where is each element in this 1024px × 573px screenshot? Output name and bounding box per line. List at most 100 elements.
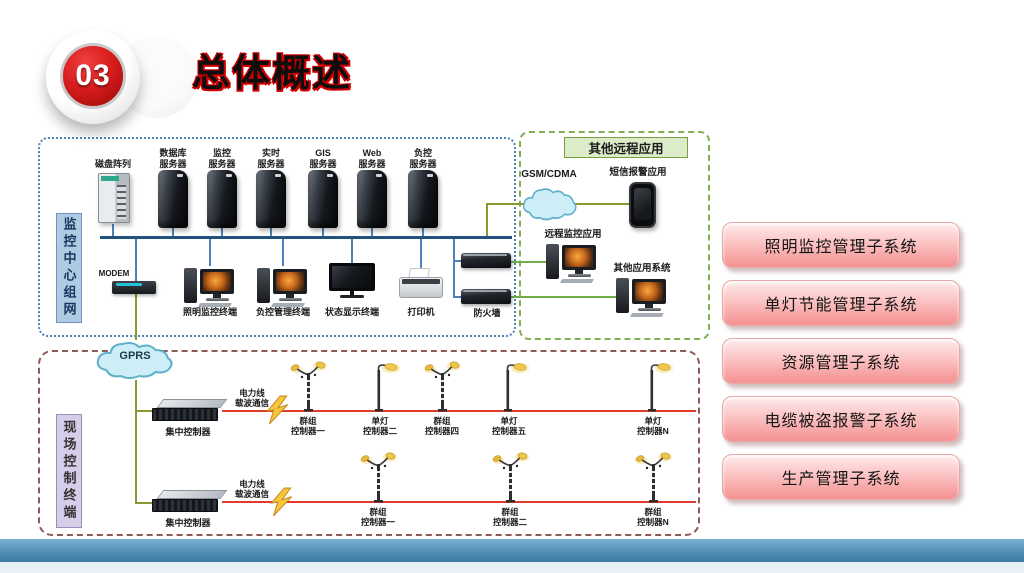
mobile-phone-icon [629,182,656,228]
monitoring-center-side-label: 监控中心组网 [56,213,82,323]
pc-base [206,298,229,301]
lighting-terminal-label: 照明监控终端 [182,307,237,317]
subsystem-button-lighting-monitor[interactable]: 照明监控管理子系统 [722,222,960,268]
database-server-icon [158,170,188,228]
section-number-badge-inner: 03 [60,43,126,109]
gsm-riser-line [486,204,488,236]
plc-label-2: 电力线 载波通信 [234,479,269,500]
drop-line-terminal-2 [282,239,284,266]
remote-apps-box [519,131,710,340]
load-terminal-icon [257,266,309,308]
disk-array-label: 磁盘阵列 [94,159,131,170]
bottom-accent-bar [0,539,1024,562]
firewall-router-icon-2 [461,289,511,304]
firewall-router-icon-1 [461,253,511,268]
firewall-remote-link-2 [511,296,619,298]
load-control-server-icon [408,170,438,228]
pc-monitor [273,269,307,294]
gsm-cdma-label: GSM/CDMA [521,169,577,180]
drop-line-server-4 [322,228,324,236]
pc-monitor [200,269,234,294]
street-light-group-icon [286,360,330,412]
section-number: 03 [75,59,111,92]
realtime-server-icon [256,170,286,228]
lightning-bolt-icon-1 [264,395,290,425]
remote-monitor-pc-icon [546,242,598,284]
rack-front [152,499,218,512]
section-number-badge: 03 [46,30,140,124]
remote-monitor-label: 远程监控应用 [544,229,602,240]
subsystem-button-cable-alarm[interactable]: 电缆被盗报警子系统 [722,396,960,442]
power-line-row-2 [222,501,696,503]
other-app-pc-icon [616,276,668,318]
firewall-remote-link-1 [511,261,549,263]
rack-front [152,408,218,421]
web-server-icon [357,170,387,228]
pc-keyboard [559,279,595,283]
field-terminal-side-label: 现场控制终端 [56,414,82,528]
field-terminal-box [38,350,700,536]
street-light-single-icon [358,360,402,412]
subsystem-button-single-light[interactable]: 单灯节能管理子系统 [722,280,960,326]
drop-line-modem [135,239,137,281]
modem-label: MODEM [98,269,130,278]
firewall-branch-line-2 [453,296,463,298]
ethernet-bus-line [100,236,512,239]
drop-line-terminal-3 [351,239,353,263]
light-label-r2-3: 群组 控制器N [637,507,669,528]
pc-monitor [562,245,596,270]
gis-server-icon [308,170,338,228]
light-label-r1-4: 单灯 控制器五 [491,416,526,437]
subsystem-button-production[interactable]: 生产管理子系统 [722,454,960,500]
pc-case [546,244,559,279]
load-terminal-label: 负控管理终端 [255,307,310,317]
power-line-row-1 [222,410,696,412]
disk-array-icon [98,173,130,223]
subsystem-button-resource[interactable]: 资源管理子系统 [722,338,960,384]
light-label-r1-5: 单灯 控制器N [637,416,669,437]
load-control-server-label: 负控 服务器 [409,148,437,170]
pc-neck [575,270,583,274]
modem-gprs-line [135,294,137,340]
gis-server-label: GIS 服务器 [309,148,337,170]
pc-base [638,308,661,311]
controller-branch-line-2 [135,502,155,504]
pc-neck [213,294,221,298]
drop-line-server-5 [371,228,373,236]
pc-case [257,268,270,303]
drop-line-disk-array [112,224,114,236]
database-server-label: 数据库 服务器 [159,148,187,170]
rack-top [156,490,228,499]
pc-keyboard [629,313,665,317]
firewall-branch-line-1 [453,260,463,262]
page-title-reflection: 总体概述 [192,85,352,109]
gsm-cloud-icon [521,183,579,223]
monitoring-center-box [38,137,516,337]
printer-icon [399,268,443,300]
status-display-label: 状态显示终端 [324,307,379,317]
drop-line-server-6 [422,228,424,236]
drop-line-server-2 [221,228,223,236]
street-light-group-icon [631,451,675,503]
controller-branch-line-1 [135,410,155,412]
gsm-link-line [486,203,526,205]
gprs-down-line [135,380,137,504]
concentrator-icon-1 [152,399,228,423]
gprs-cloud-icon: GPRS [94,336,176,382]
light-label-r1-2: 单灯 控制器二 [362,416,397,437]
other-app-label: 其他应用系统 [613,263,671,274]
pc-neck [286,294,294,298]
light-label-r1-3: 群组 控制器四 [424,416,459,437]
footer-strip [0,562,1024,573]
pc-base [568,274,591,277]
sms-alarm-label: 短信报警应用 [609,167,667,178]
drop-line-server-3 [270,228,272,236]
status-display-icon [329,263,375,301]
light-label-r2-1: 群组 控制器一 [360,507,395,528]
pc-case [184,268,197,303]
concentrator-icon-2 [152,490,228,514]
light-label-r1-1: 群组 控制器一 [290,416,325,437]
cloud-phone-line [574,203,630,205]
street-light-single-icon [487,360,531,412]
tv-screen [329,263,375,291]
